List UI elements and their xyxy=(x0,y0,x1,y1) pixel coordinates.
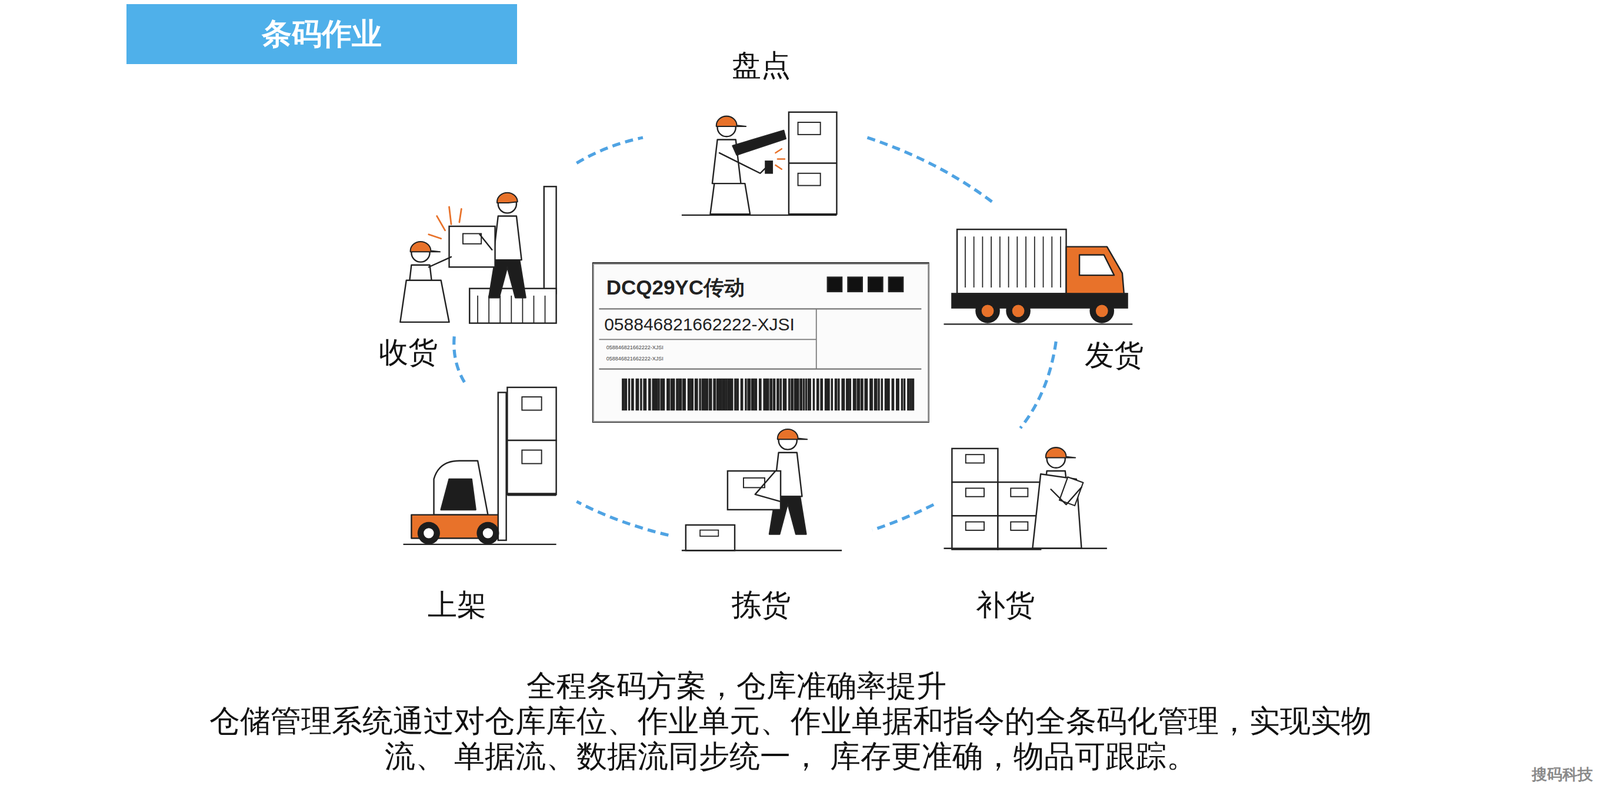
barcode-number: 058846821662222-XJSI xyxy=(606,345,664,352)
stage-label: 补货 xyxy=(975,588,1035,623)
stage-label: 收货 xyxy=(378,335,438,370)
title-bar: 条码作业 xyxy=(126,4,518,65)
watermark: 搜码科技 xyxy=(1531,766,1593,785)
stage-label: 上架 xyxy=(427,588,487,623)
dashed-cycle xyxy=(454,137,1056,536)
stage-label: 拣货 xyxy=(731,588,791,623)
truck-figure xyxy=(943,229,1133,325)
forklift-figure xyxy=(403,387,557,545)
barcode-number: 058846821662222-XJSI xyxy=(606,356,664,363)
product-name: DCQ29YC传动 xyxy=(606,276,745,300)
stage-label: 发货 xyxy=(1084,338,1144,373)
receiving-figure xyxy=(400,186,556,323)
barcode-card: DCQ29YC传动 058846821662222-XJSI 05884682166… xyxy=(592,263,929,423)
barcode-label xyxy=(592,262,929,422)
replenish-figure xyxy=(943,447,1107,550)
description: 仓储管理系统通过对仓库库位、作业单元、作业单据和指令的全条码化管理，实现实物流、… xyxy=(199,704,1382,775)
stage-label: 盘点 xyxy=(731,48,791,83)
barcode-number: 058846821662222-XJSI xyxy=(604,314,795,335)
picking-figure xyxy=(681,429,842,551)
caption: 全程条码方案，仓库准确率提升 xyxy=(526,666,947,708)
stocktake-figure xyxy=(681,112,838,216)
